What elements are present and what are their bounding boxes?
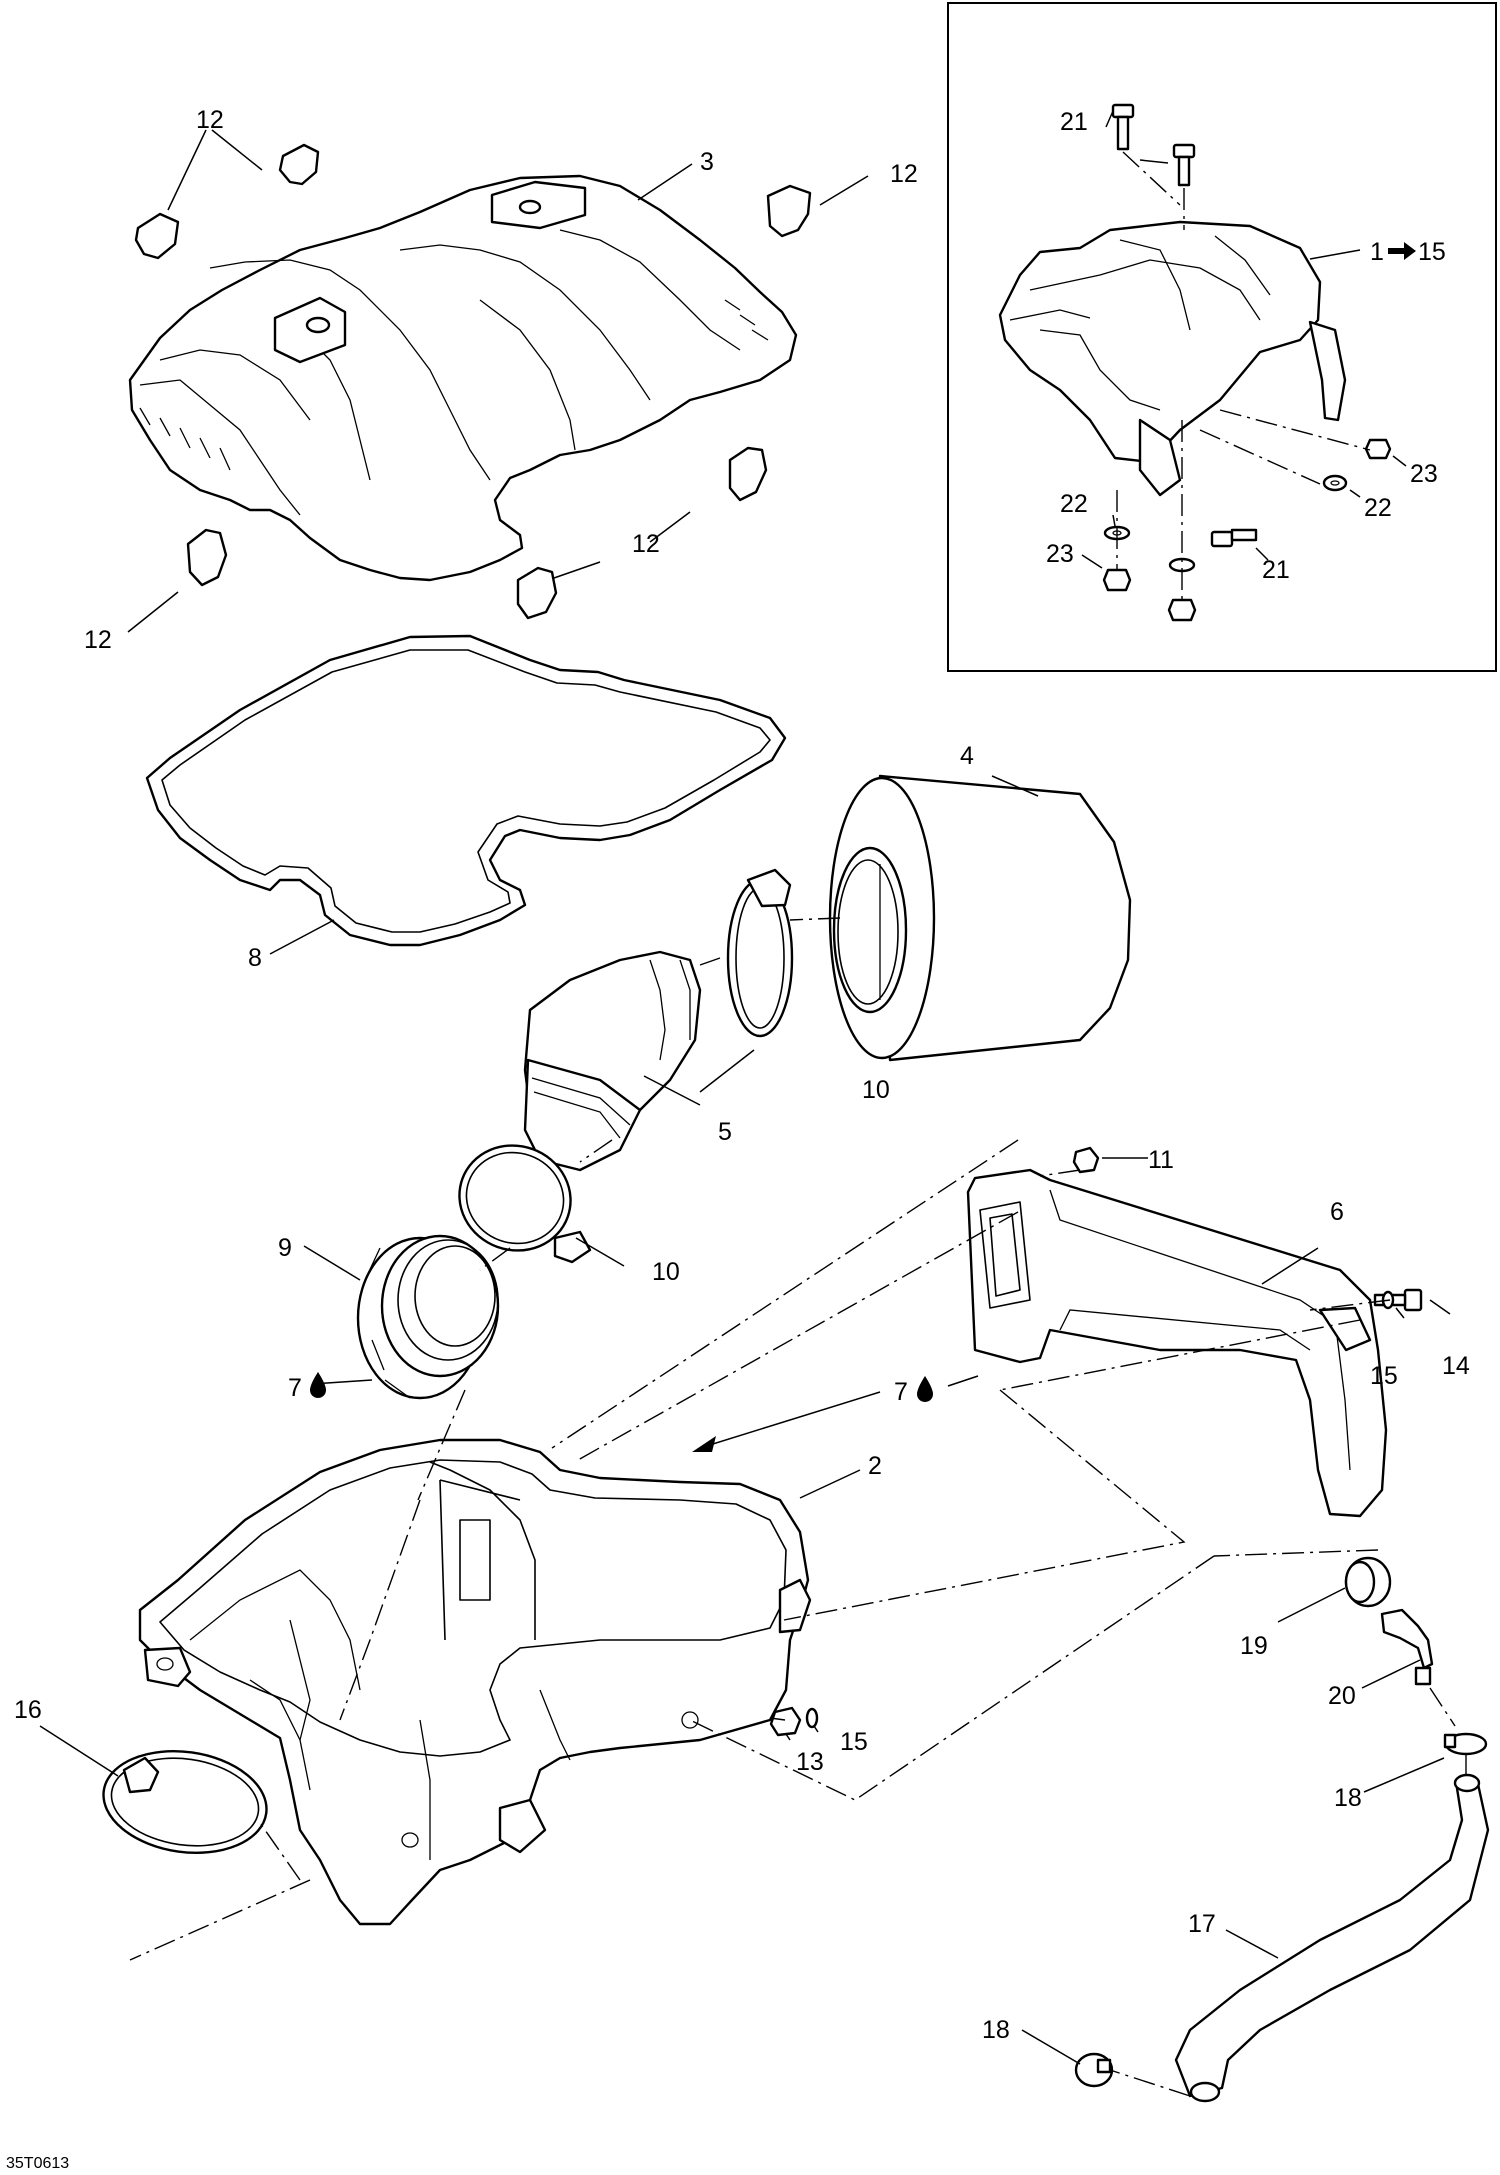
nut-23-left	[1102, 568, 1132, 592]
right-arrow-icon	[1388, 242, 1416, 260]
clip-12-f	[516, 566, 558, 620]
nut-23-right	[1364, 438, 1392, 460]
oil-drop-icon	[917, 1376, 933, 1402]
callout-14: 14	[1442, 1352, 1470, 1380]
callout-16: 16	[14, 1696, 42, 1724]
callout-21: 21	[1060, 108, 1088, 136]
oil-drop-icon	[310, 1372, 326, 1398]
adapter-part	[356, 1234, 500, 1400]
bolt-21-upper-right	[1172, 143, 1196, 187]
callout-17: 17	[1188, 1910, 1216, 1938]
callout-7: 7	[894, 1378, 908, 1406]
nut-13-part	[769, 1706, 802, 1737]
callout-12: 12	[632, 530, 660, 558]
intake-elbow-part	[523, 950, 702, 1172]
nut-23-center	[1167, 598, 1197, 622]
callout-19: 19	[1240, 1632, 1268, 1660]
callout-21: 21	[1262, 556, 1290, 584]
callout-22: 22	[1364, 494, 1392, 522]
callout-12: 12	[196, 106, 224, 134]
callout-1-to-15: 1	[1370, 238, 1384, 266]
callout-11: 11	[1148, 1146, 1174, 1174]
washer-15-left	[805, 1707, 819, 1729]
callout-18: 18	[982, 2016, 1010, 2044]
gasket-part	[145, 634, 787, 947]
hose-clamp-18-lower	[1074, 2052, 1114, 2088]
hose-clamp-18-upper	[1443, 1732, 1488, 1756]
assembled-airbox-part	[998, 220, 1347, 497]
clip-12-b	[278, 143, 320, 186]
clip-12-d	[728, 446, 768, 502]
callout-22: 22	[1060, 490, 1088, 518]
callout-8: 8	[248, 944, 262, 972]
callout-1-to-15: 15	[1418, 238, 1446, 266]
airbox-base-part	[138, 1438, 812, 1926]
callout-15: 15	[840, 1728, 868, 1756]
clamp-10-lower	[458, 1144, 592, 1264]
clip-12-a	[134, 212, 180, 260]
clamp-10-upper	[726, 868, 794, 1038]
callout-7: 7	[288, 1374, 302, 1402]
callout-23: 23	[1410, 460, 1438, 488]
washer-22-right	[1322, 474, 1348, 492]
callout-20: 20	[1328, 1682, 1356, 1710]
callout-9: 9	[278, 1234, 292, 1262]
callout-2: 2	[868, 1452, 882, 1480]
callout-4: 4	[960, 742, 974, 770]
grommet-19-part	[1344, 1556, 1392, 1608]
air-filter-part	[828, 774, 1132, 1062]
bolt-21-lower	[1210, 528, 1258, 548]
callout-13: 13	[796, 1748, 824, 1776]
leader-lines	[39, 129, 1451, 2065]
callout-12: 12	[890, 160, 918, 188]
callout-10: 10	[652, 1258, 680, 1286]
callout-6: 6	[1330, 1198, 1344, 1226]
clip-12-c	[766, 184, 812, 238]
callout-labels: 12 3 12 12 12 4 8 10 5 11 6 9 10 7 7 15 …	[6, 106, 1470, 2172]
callout-18: 18	[1334, 1784, 1362, 1812]
bolt-11-part	[1072, 1146, 1100, 1174]
clamp-16-part	[102, 1749, 268, 1855]
elbow-fitting-20-part	[1380, 1608, 1434, 1686]
callout-12: 12	[84, 626, 112, 654]
drawing-code: 35T0613	[6, 2155, 69, 2172]
bolt-21-upper-left	[1111, 103, 1135, 151]
callout-15: 15	[1370, 1362, 1398, 1390]
inset-assembly-box	[947, 2, 1497, 672]
callout-3: 3	[700, 148, 714, 176]
callout-5: 5	[718, 1118, 732, 1146]
clip-12-e	[186, 528, 228, 587]
callout-10: 10	[862, 1076, 890, 1104]
callout-23: 23	[1046, 540, 1074, 568]
drain-hose-17-part	[1174, 1773, 1490, 2103]
airbox-cover-part	[128, 174, 798, 582]
intake-duct-part	[966, 1168, 1388, 1518]
